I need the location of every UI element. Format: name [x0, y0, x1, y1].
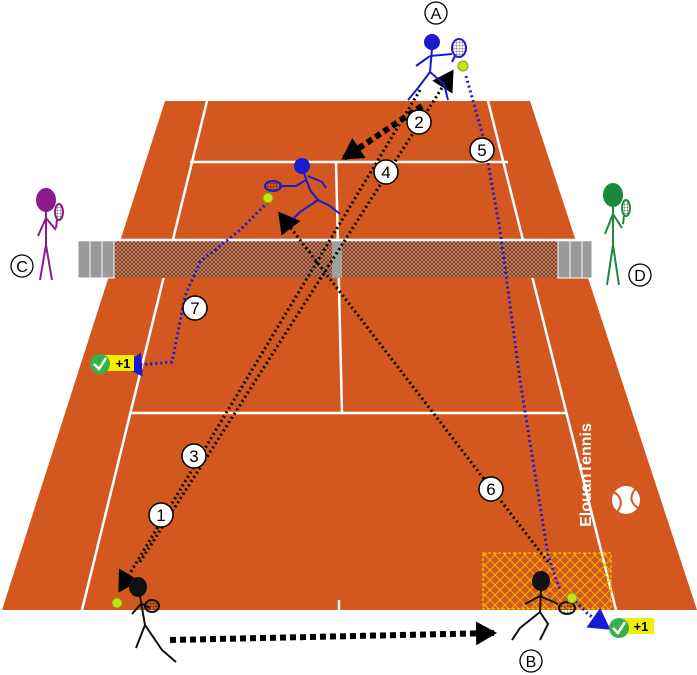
point-badge-left: +1 — [90, 354, 134, 374]
step-6: 6 — [478, 476, 504, 502]
point-badge-right: +1 — [609, 618, 654, 638]
racket-icon — [558, 601, 576, 615]
tennis-ball-icon — [111, 597, 123, 609]
svg-text:3: 3 — [189, 447, 198, 466]
label-b: B — [519, 649, 543, 673]
svg-text:A: A — [431, 6, 442, 23]
tennis-ball-logo-icon — [612, 486, 640, 514]
check-icon — [609, 618, 629, 638]
racket-icon — [264, 180, 286, 192]
tennis-ball-icon — [457, 60, 469, 72]
b-move-arrow — [169, 621, 497, 646]
svg-text:7: 7 — [190, 299, 199, 318]
svg-text:5: 5 — [477, 141, 486, 160]
racket-icon — [621, 199, 631, 225]
step-5: 5 — [469, 137, 495, 163]
step-7: 7 — [182, 295, 208, 321]
racket-icon — [144, 599, 160, 613]
player-b-start — [111, 577, 177, 663]
tennis-ball-icon — [262, 192, 274, 204]
net-center-strap — [332, 240, 342, 278]
tennis-ball-icon — [566, 592, 578, 604]
player-d — [603, 183, 631, 286]
svg-text:6: 6 — [486, 480, 495, 499]
svg-text:1: 1 — [156, 506, 165, 525]
svg-text:+1: +1 — [116, 356, 131, 371]
player-b-end — [511, 571, 578, 641]
shot-path-7 — [121, 200, 270, 377]
net-left-wing — [77, 239, 115, 279]
brand-watermark: ElouanTennis — [578, 423, 640, 527]
step-4: 4 — [373, 159, 399, 185]
racket-icon — [54, 203, 64, 229]
svg-text:2: 2 — [414, 113, 423, 132]
racket-icon — [451, 38, 467, 63]
label-d: D — [628, 263, 652, 287]
player-a-volley — [262, 158, 341, 219]
player-a — [407, 34, 469, 101]
label-c: C — [10, 254, 34, 278]
net-right-wing — [557, 239, 593, 279]
step-2: 2 — [406, 109, 432, 135]
svg-text:D: D — [634, 268, 646, 285]
shot-path-6 — [278, 211, 550, 563]
label-a: A — [424, 1, 448, 25]
check-icon — [90, 354, 110, 374]
svg-text:4: 4 — [381, 163, 390, 182]
shot-path-1-2 — [138, 69, 454, 563]
step-labels: 1 2 3 4 5 6 7 — [148, 109, 504, 528]
svg-text:B: B — [526, 654, 537, 671]
step-3: 3 — [181, 443, 207, 469]
shot-path-5 — [464, 75, 562, 591]
player-c — [36, 188, 64, 281]
court-lines — [80, 100, 618, 611]
tennis-net — [77, 238, 593, 279]
clay-court — [2, 100, 697, 611]
step-1: 1 — [148, 502, 174, 528]
svg-text:+1: +1 — [634, 619, 649, 634]
svg-text:C: C — [16, 259, 28, 276]
brand-name: ElouanTennis — [578, 423, 595, 527]
